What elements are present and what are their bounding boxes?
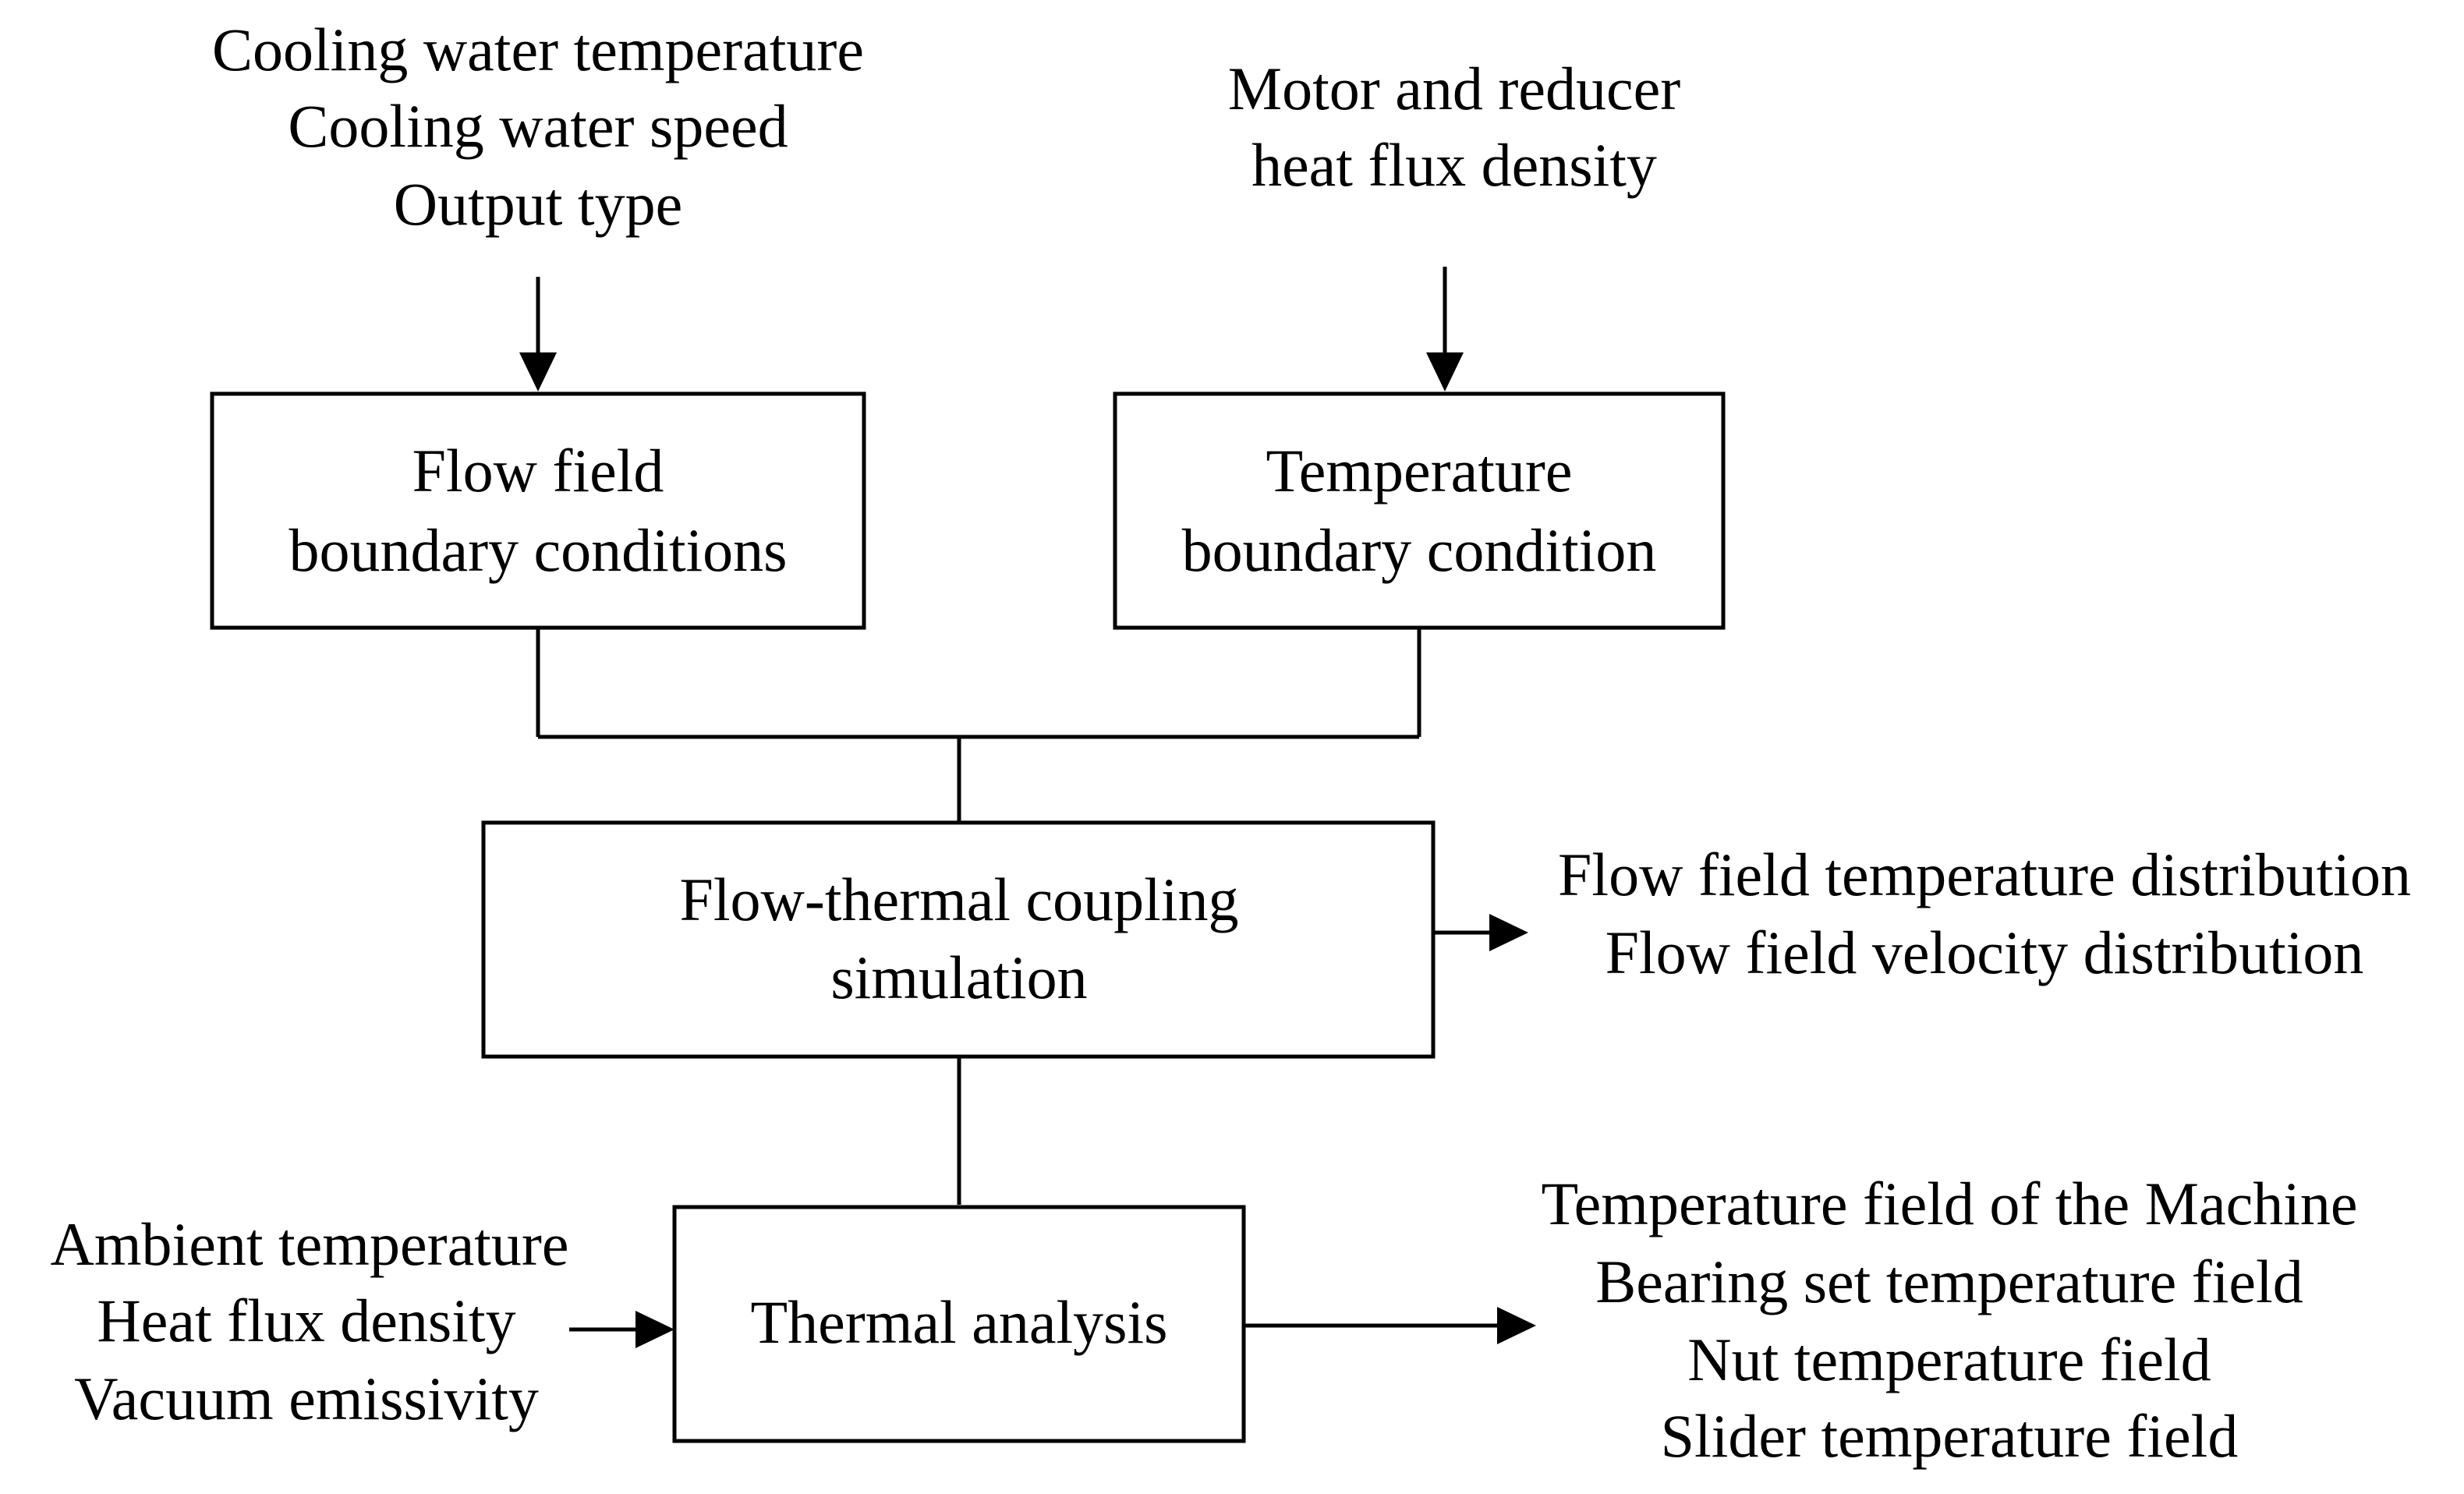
flow-field-box-line-1: Flow field [412, 437, 664, 504]
temperature-boundary-box: Temperature boundary condition [1113, 391, 1726, 630]
input-motor-and-reducer: Motor and reducer [1228, 55, 1680, 122]
input-output-type: Output type [394, 170, 682, 238]
input-ambient-temperature: Ambient temperature [51, 1210, 569, 1278]
output-bearing-set-temperature-field: Bearing set temperature field [1595, 1248, 2303, 1315]
thermal-analysis-box: Thermal analysis [672, 1205, 1246, 1443]
coupling-box-line-1: Flow-thermal coupling [679, 866, 1238, 933]
input-heat-flux-density-top: heat flux density [1251, 131, 1657, 199]
thermal-outputs: Temperature field of the Machine Bearing… [1541, 1170, 2357, 1470]
inputs-top-right: Motor and reducer heat flux density [1228, 55, 1680, 199]
thermal-inputs: Ambient temperature Heat flux density Va… [51, 1210, 569, 1432]
flow-field-boundary-box: Flow field boundary conditions [210, 391, 866, 630]
input-cooling-water-speed: Cooling water speed [288, 92, 788, 160]
inputs-top-left: Cooling water temperature Cooling water … [212, 16, 864, 238]
arrow-out-of-coupling-box [1433, 914, 1528, 951]
thermal-box-label: Thermal analysis [751, 1288, 1168, 1356]
coupling-outputs: Flow field temperature distribution Flow… [1558, 841, 2411, 986]
output-slider-temperature-field: Slider temperature field [1661, 1402, 2239, 1470]
input-heat-flux-density: Heat flux density [97, 1287, 515, 1354]
output-flow-field-velocity-distribution: Flow field velocity distribution [1605, 919, 2364, 986]
arrow-into-temperature-box [1426, 267, 1464, 391]
arrow-out-of-thermal-box [1244, 1307, 1536, 1344]
arrow-into-thermal-box [569, 1311, 674, 1348]
output-flow-field-temperature-distribution: Flow field temperature distribution [1558, 841, 2411, 908]
temperature-box-line-1: Temperature [1266, 437, 1573, 504]
coupling-simulation-box: Flow-thermal coupling simulation [481, 820, 1436, 1059]
merge-connector [536, 628, 1421, 823]
input-vacuum-emissivity: Vacuum emissivity [74, 1365, 539, 1432]
temperature-box-line-2: boundary condition [1182, 516, 1657, 584]
arrow-into-flow-field-box [519, 277, 557, 391]
input-cooling-water-temperature: Cooling water temperature [212, 16, 864, 83]
flow-field-box-line-2: boundary conditions [289, 516, 787, 584]
coupling-box-line-2: simulation [830, 943, 1087, 1011]
output-temperature-field-machine: Temperature field of the Machine [1541, 1170, 2357, 1237]
output-nut-temperature-field: Nut temperature field [1687, 1326, 2211, 1393]
